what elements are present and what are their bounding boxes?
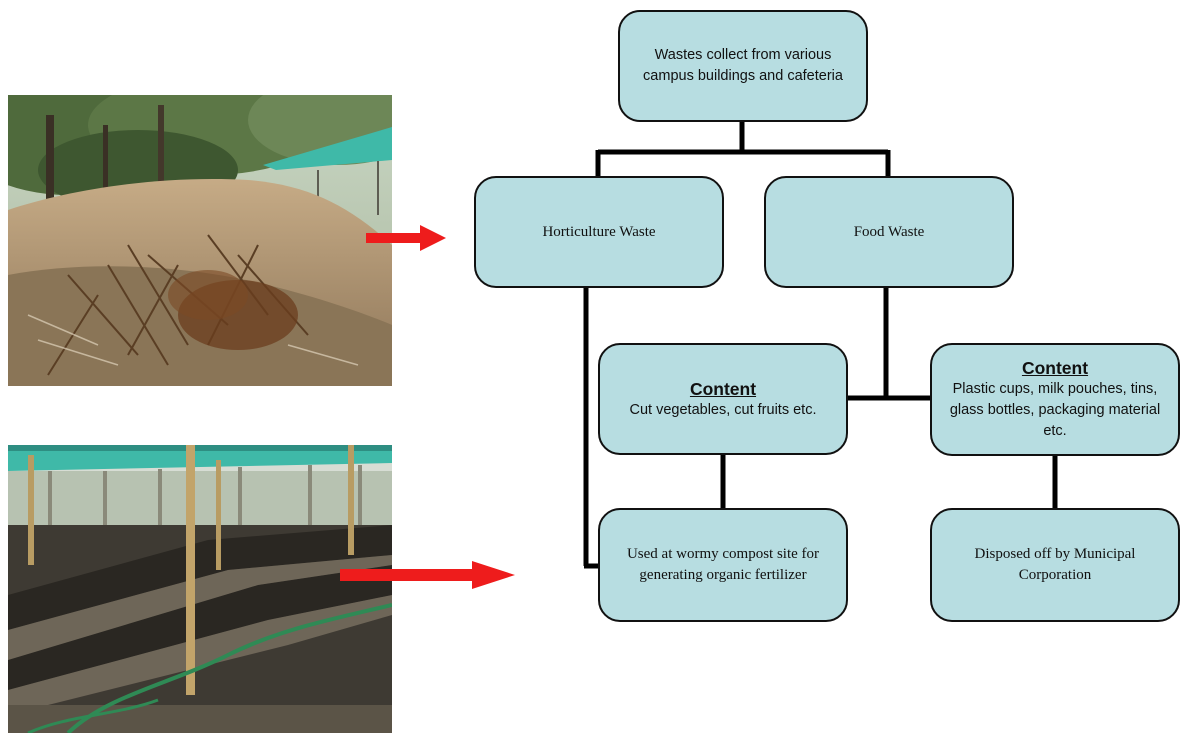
disposed-label: Disposed off by Municipal Corporation xyxy=(974,546,1136,583)
horticulture-waste-node: Horticulture Waste xyxy=(474,176,724,288)
content-left-node: Content Cut vegetables, cut fruits etc. xyxy=(598,343,848,455)
compost-label: Used at wormy compost site for generatin… xyxy=(626,546,820,583)
content-right-node: Content Plastic cups, milk pouches, tins… xyxy=(930,343,1180,456)
root-node: Wastes collect from various campus build… xyxy=(618,10,868,122)
arrow-icon xyxy=(366,225,446,251)
content-right-heading: Content xyxy=(1021,358,1089,378)
compost-node: Used at wormy compost site for generatin… xyxy=(598,508,848,622)
vermicompost-beds-photo xyxy=(8,445,392,733)
content-left-heading: Content xyxy=(689,378,757,399)
food-label: Food Waste xyxy=(853,223,925,240)
arrow-icon xyxy=(340,561,515,589)
food-waste-node: Food Waste xyxy=(764,176,1014,288)
root-label: Wastes collect from various campus build… xyxy=(643,47,843,84)
horticulture-label: Horticulture Waste xyxy=(542,223,656,240)
disposed-node: Disposed off by Municipal Corporation xyxy=(930,508,1180,622)
content-right-text: Plastic cups, milk pouches, tins, glass … xyxy=(949,381,1161,439)
content-left-text: Cut vegetables, cut fruits etc. xyxy=(629,401,817,418)
horticulture-waste-photo xyxy=(8,95,392,386)
